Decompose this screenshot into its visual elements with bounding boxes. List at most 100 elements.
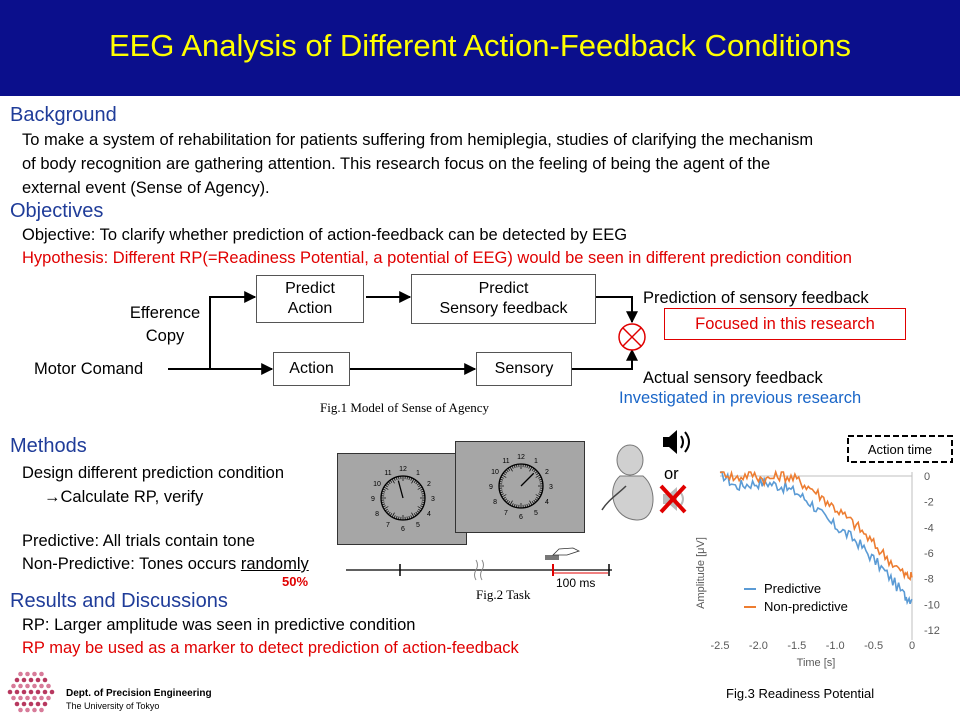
clock-tick: [386, 483, 390, 486]
hypothesis-text: Hypothesis: Different RP(=Readiness Pote…: [22, 249, 852, 267]
clock-number: 6: [519, 514, 523, 521]
clock-tick: [384, 484, 388, 488]
clock-tick: [389, 513, 393, 517]
logo-dot: [32, 683, 37, 689]
action-box: Action: [273, 352, 350, 386]
predict-sensory-line1: Predict: [478, 280, 529, 297]
clock-tick: [524, 464, 526, 468]
speaker-icon: [663, 430, 690, 454]
clock-hand: [520, 472, 535, 487]
clock-tick: [536, 496, 540, 500]
logo-line1: Dept. of Precision Engineering: [66, 688, 212, 699]
randomly-underlined: randomly: [240, 555, 309, 573]
background-line: of body recognition are gathering attent…: [22, 155, 771, 173]
y-tick-label: -6: [924, 548, 934, 560]
clock-number: 9: [489, 484, 493, 491]
clock-tick: [535, 494, 541, 498]
results-heading: Results and Discussions: [10, 590, 228, 612]
clock-tick: [421, 493, 425, 495]
y-axis-label: Amplitude [μV]: [695, 537, 707, 609]
clock-tick: [413, 513, 417, 517]
logo-text: Dept. of Precision Engineering The Unive…: [66, 688, 212, 712]
logo-dot: [46, 683, 51, 689]
clock-tick: [528, 465, 531, 469]
clock-tick: [388, 481, 391, 485]
legend-label: Non-predictive: [764, 599, 848, 614]
clock-tick: [529, 466, 533, 472]
logo-line2: The University of Tokyo: [66, 701, 160, 711]
clock-number: 5: [534, 510, 538, 517]
clock-hand: [397, 480, 404, 499]
clock-tick: [395, 515, 398, 520]
clock-number: 7: [504, 510, 508, 517]
background-heading: Background: [10, 104, 117, 126]
logo-dot: [42, 689, 48, 695]
y-tick-label: -2: [924, 497, 934, 509]
clock-tick: [398, 476, 400, 480]
fig2-timeline: [346, 547, 612, 581]
clock-tick: [416, 483, 420, 486]
clock-tick: [393, 477, 396, 481]
logo-dot: [46, 695, 51, 701]
clock-tick: [384, 508, 388, 512]
clock-tick: [531, 467, 535, 471]
x-axis-label: Time [s]: [797, 657, 836, 669]
logo-dot: [39, 683, 44, 689]
action-time-label: Action time: [868, 442, 932, 457]
clock-tick: [507, 467, 511, 471]
page-title: EEG Analysis of Different Action-Feedbac…: [108, 28, 852, 63]
clock-tick: [393, 515, 396, 519]
clock-tick: [417, 506, 423, 510]
methods-line1: Design different prediction condition: [22, 464, 285, 482]
objective-text: Objective: To clarify whether prediction…: [22, 226, 628, 244]
clock-tick: [383, 486, 389, 490]
x-tick-label: -2.5: [711, 640, 730, 652]
clock-tick: [511, 503, 514, 507]
results-line1: RP: Larger amplitude was seen in predict…: [22, 616, 416, 634]
header-bar: EEG Analysis of Different Action-Feedbac…: [0, 0, 960, 96]
clock-tick: [411, 512, 415, 518]
clock-tick: [509, 500, 513, 506]
clock-tick: [410, 515, 413, 519]
clock-tick: [511, 465, 514, 469]
clock-tick: [516, 464, 518, 468]
logo-dot: [39, 671, 44, 677]
clock-tick: [506, 499, 509, 503]
clock-tick: [389, 479, 393, 483]
clock-tick: [535, 474, 541, 478]
clock-tick: [415, 511, 418, 515]
logo-dot: [25, 707, 30, 713]
clock-tick: [388, 511, 391, 515]
clock-tick: [509, 466, 513, 472]
clock-tick: [386, 510, 390, 513]
action-time-box: [847, 435, 953, 463]
y-tick-label: -12: [924, 625, 940, 637]
logo-dot: [25, 683, 30, 689]
predict-sensory-line2: Sensory feedback: [439, 300, 568, 317]
y-tick-label: -8: [924, 574, 934, 586]
logo-dot: [32, 671, 37, 677]
series-line-non-predictive: [719, 469, 913, 582]
objectives-heading: Objectives: [10, 200, 104, 222]
x-tick-label: -2.0: [749, 640, 768, 652]
clock-number: 8: [493, 499, 497, 506]
clock-tick: [420, 503, 425, 506]
clock-tick: [538, 476, 542, 479]
clock-tick: [499, 491, 504, 494]
clock-number: 12: [517, 454, 525, 461]
logo-dot: [28, 701, 34, 707]
predict-action-line2: Action: [287, 300, 333, 317]
clock-number: 10: [491, 469, 499, 476]
clock-tick: [531, 501, 535, 505]
background-line: external event (Sense of Agency).: [22, 179, 270, 197]
clock-tick: [534, 498, 538, 501]
clock-tick: [410, 477, 413, 481]
clock-tick: [500, 476, 504, 479]
clock-tick: [381, 503, 386, 506]
clock-tick: [499, 481, 503, 483]
clock-tick: [406, 476, 408, 480]
background-line: To make a system of rehabilitation for p…: [22, 131, 814, 149]
clock-tick: [408, 515, 411, 520]
clock-tick: [533, 499, 536, 503]
